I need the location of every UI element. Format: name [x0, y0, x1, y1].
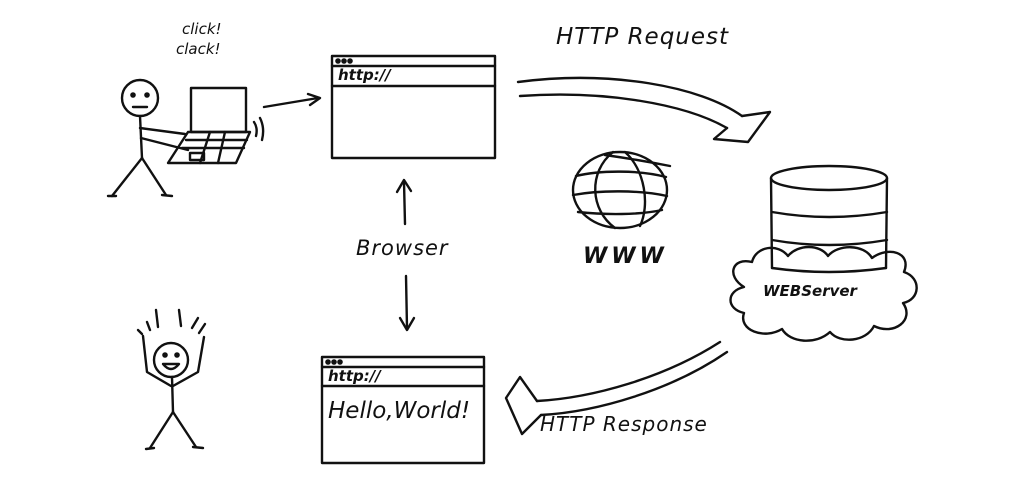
- click-sound-text-1: click!: [182, 20, 222, 38]
- browser-arrow-up: [402, 180, 407, 226]
- browser-arrow-down: [404, 274, 409, 330]
- browser-window-top: [330, 54, 497, 160]
- http-request-arrow: [516, 76, 772, 144]
- http-response-arrow: [504, 340, 729, 436]
- hello-world-text: Hello,World!: [328, 398, 471, 424]
- www-label: WWW: [583, 244, 668, 269]
- user-typing-figure: [106, 78, 190, 198]
- cloud-icon: [729, 245, 918, 342]
- globe-icon: [571, 150, 672, 230]
- http-request-label: HTTP Request: [556, 24, 730, 50]
- click-sound-text-2: clack!: [176, 40, 221, 58]
- database-icon: [769, 164, 889, 274]
- bottom-browser-address: http://: [328, 367, 381, 385]
- happy-user-figure: [136, 308, 207, 451]
- laptop-icon: [166, 86, 265, 165]
- typing-to-browser-arrow: [262, 96, 320, 109]
- browser-window-bottom: [320, 355, 486, 465]
- web-server-label: WEBServer: [763, 282, 857, 300]
- browser-label: Browser: [356, 236, 449, 260]
- top-browser-address: http://: [338, 66, 391, 84]
- http-response-label: HTTP Response: [540, 412, 708, 436]
